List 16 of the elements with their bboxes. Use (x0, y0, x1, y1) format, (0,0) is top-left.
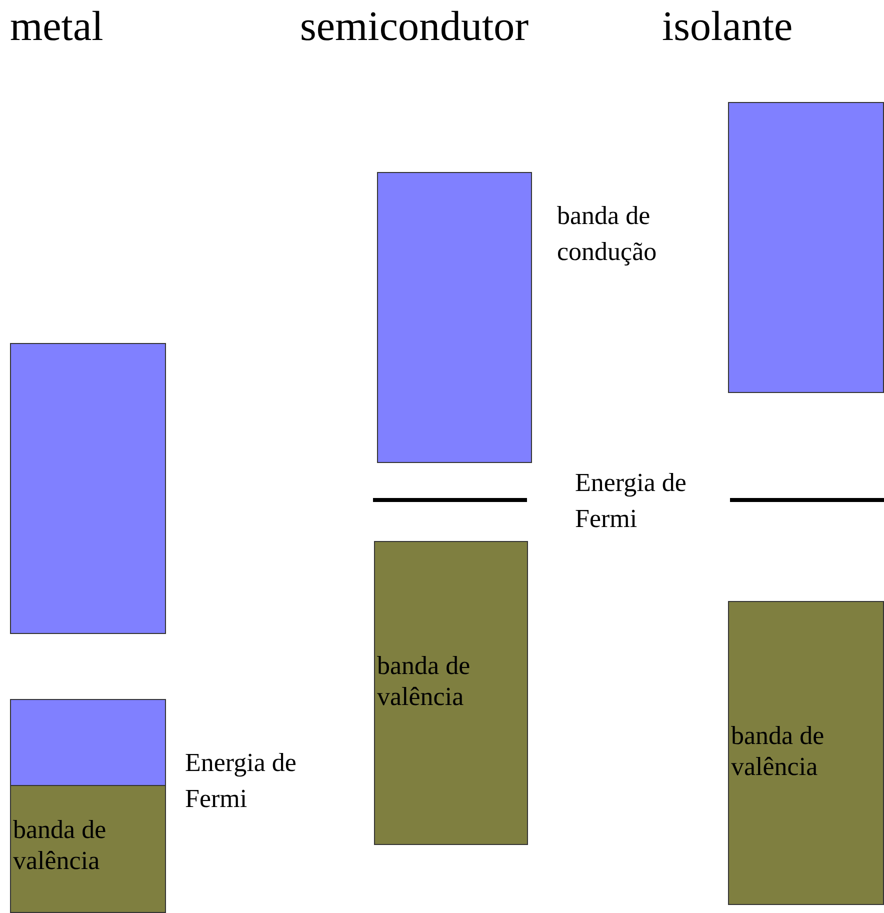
valence-band-box (10, 785, 166, 913)
band-annotation: Energia de Fermi (185, 747, 298, 815)
conduction-band-box (10, 343, 166, 634)
column-heading: semicondutor (300, 3, 529, 52)
conduction-band-box (377, 172, 532, 463)
band-label: banda de valência (13, 814, 108, 876)
conduction-band-box (728, 102, 884, 393)
column-heading: metal (10, 3, 104, 52)
conduction-band-box (10, 699, 166, 786)
band-label: banda de valência (377, 650, 472, 712)
band-annotation: Energia de Fermi (575, 467, 688, 535)
column-heading: isolante (662, 3, 793, 52)
band-label: banda de valência (731, 720, 826, 782)
band-annotation: banda de condução (557, 200, 658, 268)
valence-band-box (374, 541, 528, 845)
valence-band-box (728, 601, 884, 905)
